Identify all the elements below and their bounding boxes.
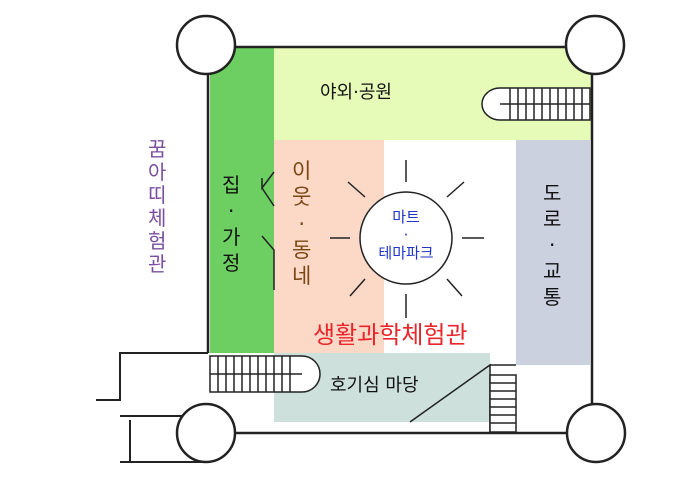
zone-label-char: 이	[292, 159, 312, 183]
tower-bottom-left	[175, 402, 237, 464]
zone-home-family	[210, 47, 274, 353]
zone-label-line: 마트	[392, 208, 420, 226]
zone-label-char: 도	[543, 181, 562, 205]
home-bracket-lines	[261, 171, 275, 290]
zone-label-line: 테마파크	[378, 244, 434, 262]
zone-label-mart-themepark: 마트 · 테마파크	[366, 208, 446, 262]
zone-label-curiosity-yard: 호기심 마당	[330, 375, 419, 396]
tower-top-left	[175, 14, 237, 76]
tower-bottom-right	[565, 402, 627, 464]
zone-label-char: 네	[292, 264, 312, 288]
zone-label-line: ·	[403, 226, 409, 244]
zone-label-char: ·	[298, 211, 305, 236]
side-label-char: 험	[148, 229, 167, 253]
zone-label-home-family: 집 · 가 정	[222, 172, 240, 276]
stairs-top-right	[481, 87, 591, 121]
zone-label-char: 통	[543, 285, 562, 309]
zone-label-char: 가	[222, 225, 241, 249]
zone-label-char: 동	[292, 237, 312, 262]
zone-label-char: ·	[549, 233, 556, 257]
zone-label-char: 집	[222, 173, 241, 197]
zone-label-outdoor-park: 야외·공원	[320, 82, 392, 103]
mart-sun-icon	[330, 160, 484, 318]
zone-label-char: ·	[228, 199, 235, 223]
ramp-bottom-right	[409, 363, 517, 433]
annex-wall	[96, 352, 208, 401]
zone-label-char: 로	[543, 207, 562, 231]
hall-title: 생활과학체험관	[313, 321, 468, 349]
zone-label-road-traffic: 도 로 · 교 통	[543, 180, 561, 310]
zone-label-char: 교	[543, 259, 562, 283]
zone-label-char: 웃	[292, 185, 312, 210]
zone-label-char: 정	[222, 251, 241, 275]
side-label: 꿈 아 띠 체 험 관	[148, 138, 166, 276]
side-label-char: 띠	[148, 183, 167, 207]
side-label-char: 꿈	[148, 137, 167, 161]
stairs-bottom-left	[209, 355, 321, 393]
side-label-char: 관	[148, 252, 167, 276]
zone-label-neighborhood: 이 웃 · 동 네	[292, 158, 311, 289]
side-label-char: 아	[148, 160, 167, 184]
tower-top-right	[564, 14, 626, 76]
zone-road-traffic	[516, 140, 590, 365]
side-label-char: 체	[148, 206, 167, 230]
